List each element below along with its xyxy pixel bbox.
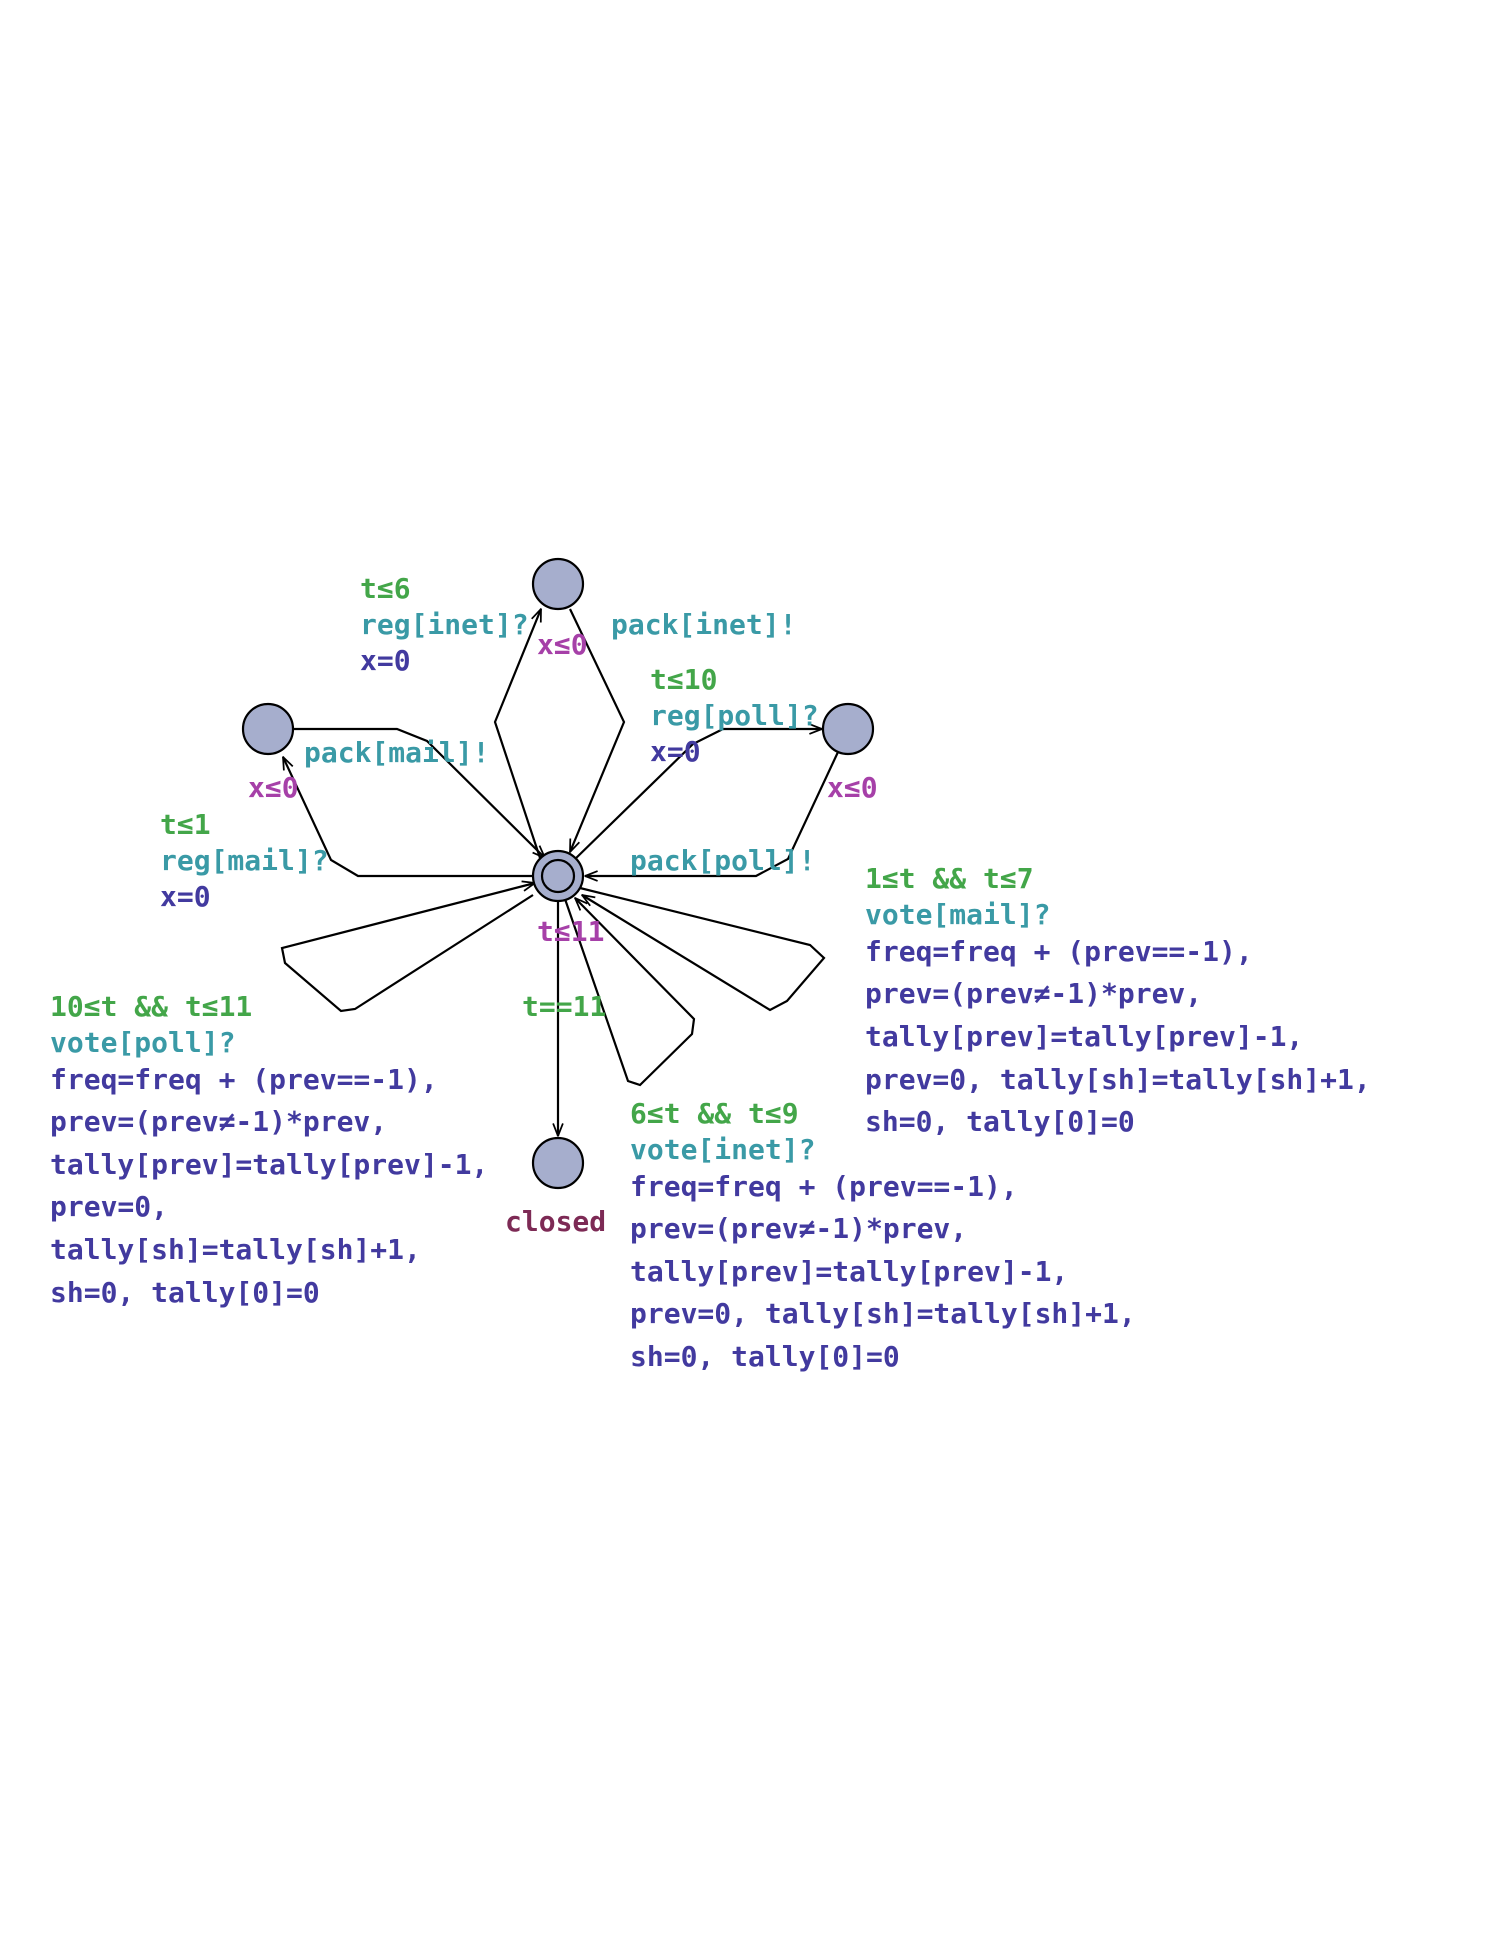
edge-pack-mail[interactable] <box>294 727 545 858</box>
assign-vote-poll-4: tally[sh]=tally[sh]+1, <box>50 1233 421 1266</box>
invariant-right: x≤0 <box>827 771 878 804</box>
assign-vote-mail-2: tally[prev]=tally[prev]-1, <box>865 1020 1303 1053</box>
sync-reg-poll: reg[poll]? <box>650 699 819 732</box>
assign-vote-inet-4: sh=0, tally[0]=0 <box>630 1340 900 1373</box>
guard-to-closed: t==11 <box>522 990 606 1023</box>
edge-reg-inet[interactable] <box>493 609 544 865</box>
assign-vote-poll-5: sh=0, tally[0]=0 <box>50 1276 320 1309</box>
assign-vote-mail-4: sh=0, tally[0]=0 <box>865 1105 1135 1138</box>
assign-vote-inet-1: prev=(prev≠-1)*prev, <box>630 1212 967 1245</box>
sync-pack-mail: pack[mail]! <box>304 736 489 769</box>
label-vote-mail: 1≤t && t≤7 vote[mail]? freq=freq + (prev… <box>865 862 1371 1138</box>
edge-vote-inet[interactable] <box>563 898 696 1087</box>
location-labels: x≤0 x≤0 x≤0 t≤11 closed <box>248 628 878 1238</box>
guard-reg-inet: t≤6 <box>360 572 411 605</box>
label-vote-inet: 6≤t && t≤9 vote[inet]? freq=freq + (prev… <box>630 1097 1136 1373</box>
sync-reg-inet: reg[inet]? <box>360 608 529 641</box>
assign-reg-poll: x=0 <box>650 735 701 768</box>
guard-reg-mail: t≤1 <box>160 808 211 841</box>
assign-vote-poll-1: prev=(prev≠-1)*prev, <box>50 1105 387 1138</box>
guard-vote-mail: 1≤t && t≤7 <box>865 862 1034 895</box>
location-left[interactable] <box>241 702 295 756</box>
edge-vote-mail[interactable] <box>579 886 826 1012</box>
edge-reg-mail[interactable] <box>283 757 535 878</box>
guard-vote-inet: 6≤t && t≤9 <box>630 1097 799 1130</box>
assign-vote-inet-3: prev=0, tally[sh]=tally[sh]+1, <box>630 1297 1136 1330</box>
label-vote-poll: 10≤t && t≤11 vote[poll]? freq=freq + (pr… <box>50 990 488 1309</box>
guard-vote-poll: 10≤t && t≤11 <box>50 990 252 1023</box>
assign-vote-mail-0: freq=freq + (prev==-1), <box>865 935 1253 968</box>
sync-vote-mail: vote[mail]? <box>865 898 1050 931</box>
sync-reg-mail: reg[mail]? <box>160 844 329 877</box>
guard-reg-poll: t≤10 <box>650 663 717 696</box>
edge-labels: t≤6 reg[inet]? x=0 pack[inet]! t≤10 reg[… <box>50 572 1371 1373</box>
locations <box>241 557 875 1190</box>
assign-reg-mail: x=0 <box>160 880 211 913</box>
assign-vote-mail-1: prev=(prev≠-1)*prev, <box>865 977 1202 1010</box>
sync-pack-poll: pack[poll]! <box>630 844 815 877</box>
edge-reg-poll[interactable] <box>571 729 822 863</box>
assign-vote-mail-3: prev=0, tally[sh]=tally[sh]+1, <box>865 1063 1371 1096</box>
invariant-left: x≤0 <box>248 771 299 804</box>
edge-pack-poll[interactable] <box>585 751 839 876</box>
assign-vote-inet-0: freq=freq + (prev==-1), <box>630 1170 1018 1203</box>
location-center-initial[interactable] <box>531 849 585 903</box>
sync-vote-inet: vote[inet]? <box>630 1133 815 1166</box>
edge-vote-poll[interactable] <box>280 883 535 1013</box>
location-top[interactable] <box>531 557 585 611</box>
location-closed[interactable] <box>531 1136 585 1190</box>
invariant-top: x≤0 <box>537 628 588 661</box>
assign-vote-inet-2: tally[prev]=tally[prev]-1, <box>630 1255 1068 1288</box>
edge-pack-inet[interactable] <box>568 608 626 852</box>
assign-vote-poll-3: prev=0, <box>50 1190 168 1223</box>
assign-vote-poll-0: freq=freq + (prev==-1), <box>50 1063 438 1096</box>
sync-vote-poll: vote[poll]? <box>50 1026 235 1059</box>
invariant-center: t≤11 <box>537 915 604 948</box>
sync-pack-inet: pack[inet]! <box>611 608 796 641</box>
location-name-closed: closed <box>505 1205 606 1238</box>
assign-reg-inet: x=0 <box>360 644 411 677</box>
edges <box>280 608 839 1136</box>
assign-vote-poll-2: tally[prev]=tally[prev]-1, <box>50 1148 488 1181</box>
location-right[interactable] <box>821 702 875 756</box>
